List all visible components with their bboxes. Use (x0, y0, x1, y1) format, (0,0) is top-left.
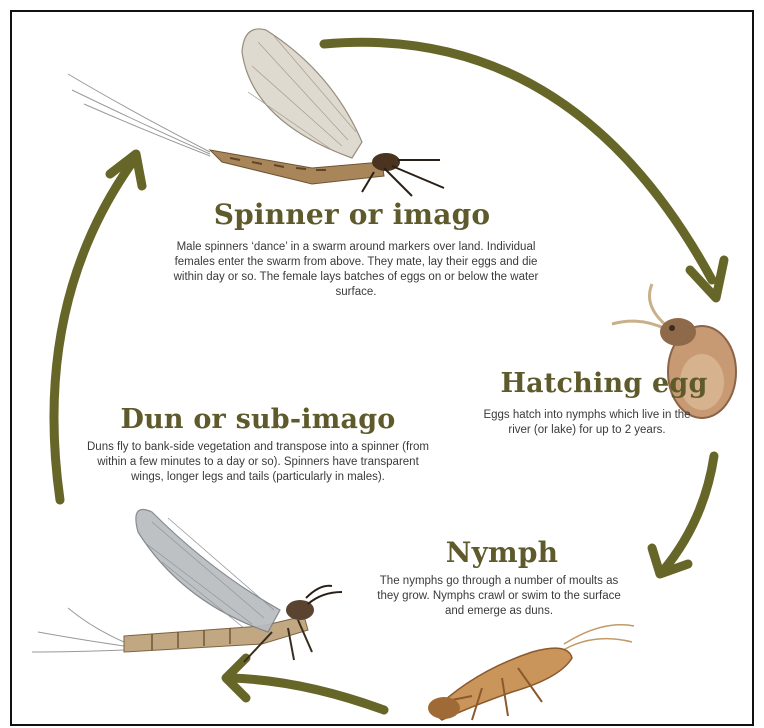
nymph-icon (428, 625, 634, 720)
nymph-description: The nymphs go through a number of moults… (374, 574, 624, 619)
mayfly-spinner-icon (68, 29, 444, 196)
nymph-heading: Nymph (412, 536, 592, 569)
dun-description: Duns fly to bank-side vegetation and tra… (84, 440, 432, 485)
dun-heading: Dun or sub-imago (108, 404, 408, 435)
mayfly-dun-icon (32, 510, 342, 663)
egg-description: Eggs hatch into nymphs which live in the… (474, 408, 700, 438)
life-cycle-diagram: Spinner or imago Male spinners ‘dance’ i… (10, 10, 754, 726)
spinner-heading: Spinner or imago (182, 198, 522, 231)
spinner-description: Male spinners ‘dance’ in a swarm around … (160, 240, 552, 300)
egg-heading: Hatching egg (474, 368, 734, 399)
